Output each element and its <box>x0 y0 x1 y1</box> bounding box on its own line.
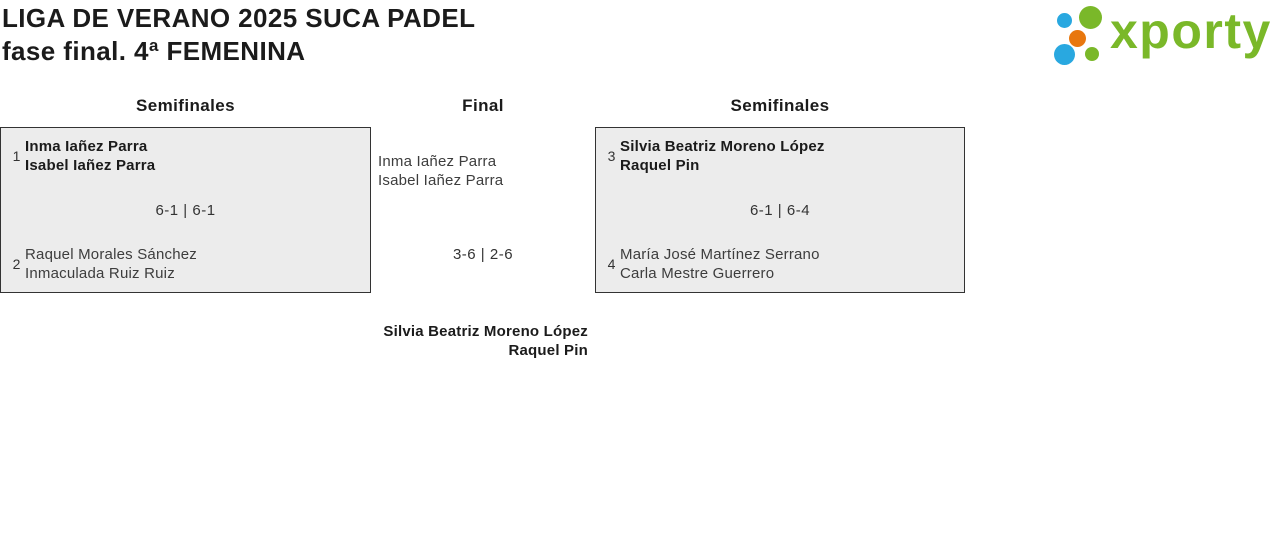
xporty-logo[interactable]: xporty <box>1045 0 1280 75</box>
round-header-semifinal-left: Semifinales <box>136 96 235 115</box>
team-players: María José Martínez Serrano Carla Mestre… <box>620 245 820 283</box>
final-winner-team: Silvia Beatriz Moreno López Raquel Pin <box>371 322 588 360</box>
page-title: LIGA DE VERANO 2025 SUCA PADEL fase fina… <box>2 2 475 68</box>
team-row-seed2: 2 Raquel Morales Sánchez Inmaculada Ruiz… <box>8 245 363 283</box>
seed-number: 2 <box>12 256 21 272</box>
round-header-final: Final <box>462 96 504 115</box>
match-score: 6-1 | 6-1 <box>155 201 216 219</box>
player-name: Raquel Pin <box>620 157 700 174</box>
page-title-line2: fase final. 4ª FEMENINA <box>2 36 306 66</box>
player-name: Raquel Pin <box>508 342 588 359</box>
player-name: María José Martínez Serrano <box>620 246 820 263</box>
team-row-seed3: 3 Silvia Beatriz Moreno López Raquel Pin <box>603 137 957 175</box>
player-name: Raquel Morales Sánchez <box>25 246 197 263</box>
round-header-semifinal-right: Semifinales <box>730 96 830 115</box>
page-title-line1: LIGA DE VERANO 2025 SUCA PADEL <box>2 3 476 33</box>
logo-dot-blue-small <box>1057 13 1072 28</box>
logo-wordmark: xporty <box>1110 3 1272 59</box>
player-name: Inma Iañez Parra <box>25 138 148 155</box>
player-name: Inma Iañez Parra <box>378 153 497 170</box>
logo-dot-blue-large <box>1054 44 1075 65</box>
seed-number: 3 <box>607 148 616 164</box>
seed-number: 1 <box>12 148 21 164</box>
final-match-score: 3-6 | 2-6 <box>452 246 514 263</box>
team-players: Inma Iañez Parra Isabel Iañez Parra <box>25 137 155 175</box>
seed-number: 4 <box>607 256 616 272</box>
player-name: Silvia Beatriz Moreno López <box>620 138 825 155</box>
logo-dot-green-large <box>1079 6 1102 29</box>
player-name: Carla Mestre Guerrero <box>620 265 775 282</box>
match-card-semifinal-left: 1 Inma Iañez Parra Isabel Iañez Parra 6-… <box>0 127 371 293</box>
match-score: 6-1 | 6-4 <box>749 201 811 219</box>
team-row-seed1: 1 Inma Iañez Parra Isabel Iañez Parra <box>8 137 363 175</box>
team-players: Raquel Morales Sánchez Inmaculada Ruiz R… <box>25 245 197 283</box>
player-name: Isabel Iañez Parra <box>378 172 504 189</box>
logo-dot-orange <box>1069 30 1086 47</box>
player-name: Silvia Beatriz Moreno López <box>383 323 588 340</box>
final-team-top: Inma Iañez Parra Isabel Iañez Parra <box>378 152 588 190</box>
match-card-semifinal-right: 3 Silvia Beatriz Moreno López Raquel Pin… <box>595 127 965 293</box>
logo-dot-green-small <box>1085 47 1099 61</box>
team-players: Silvia Beatriz Moreno López Raquel Pin <box>620 137 825 175</box>
player-name: Inmaculada Ruiz Ruiz <box>25 265 175 282</box>
player-name: Isabel Iañez Parra <box>25 157 156 174</box>
final-match: Inma Iañez Parra Isabel Iañez Parra 3-6 … <box>371 127 595 293</box>
team-row-seed4: 4 María José Martínez Serrano Carla Mest… <box>603 245 957 283</box>
